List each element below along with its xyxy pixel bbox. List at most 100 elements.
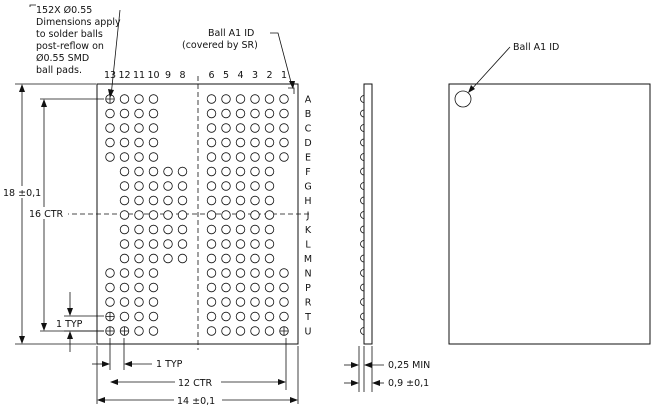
ball-note-line-5: ball pads. bbox=[36, 65, 82, 76]
ball-K9 bbox=[163, 224, 173, 235]
side-ball-R bbox=[360, 298, 365, 306]
side-ball-H bbox=[360, 196, 365, 205]
package-outline-top bbox=[448, 83, 651, 345]
row-label: N bbox=[304, 269, 311, 280]
ball-U4 bbox=[235, 326, 246, 336]
ball-T5 bbox=[221, 311, 231, 322]
ball-note-arrow bbox=[110, 9, 121, 97]
top-a1-arrowhead bbox=[468, 85, 475, 93]
ball-F11 bbox=[134, 166, 144, 177]
row-span-dimension: 16 CTR bbox=[28, 98, 104, 332]
ball-D10 bbox=[148, 137, 159, 148]
side-ball-J bbox=[360, 211, 365, 219]
ball-N3 bbox=[250, 268, 260, 278]
ball-M4 bbox=[235, 253, 246, 264]
ball-D4 bbox=[235, 137, 246, 148]
ball-L8 bbox=[177, 239, 188, 249]
ball-T1 bbox=[279, 311, 289, 322]
column-label: 3 bbox=[252, 70, 258, 81]
ball-L2 bbox=[264, 239, 275, 249]
height-arrow-bottom bbox=[19, 336, 25, 344]
ball-U6 bbox=[206, 326, 217, 336]
ball-E1 bbox=[279, 152, 289, 162]
ball-H3 bbox=[250, 195, 260, 206]
side-ball-L bbox=[360, 240, 365, 248]
ball-G10 bbox=[148, 181, 159, 191]
ball-B4 bbox=[235, 108, 246, 119]
ball-R4 bbox=[235, 297, 246, 307]
ball-T2 bbox=[264, 311, 275, 322]
col-pitch-dimension: 1 TYP bbox=[92, 338, 183, 370]
row-label: B bbox=[305, 109, 312, 120]
ball-K6 bbox=[206, 224, 217, 235]
ball-B12 bbox=[119, 108, 130, 119]
ball-E6 bbox=[206, 152, 217, 162]
ball-R2 bbox=[264, 297, 275, 307]
column-label: 5 bbox=[223, 70, 229, 81]
row-label: A bbox=[305, 95, 312, 106]
width-arrow-right bbox=[290, 397, 298, 403]
ball-R11 bbox=[134, 297, 144, 307]
row-label: R bbox=[305, 298, 312, 309]
ball-G5 bbox=[221, 181, 231, 191]
width-arrow-left bbox=[97, 397, 105, 403]
row-pitch-arrow-top bbox=[67, 308, 73, 316]
thickness-arrow-right bbox=[372, 380, 380, 386]
ball-P11 bbox=[134, 282, 144, 293]
ball-C4 bbox=[235, 123, 246, 133]
ball-D11 bbox=[134, 137, 144, 148]
ball-J5 bbox=[221, 210, 231, 220]
ball-E3 bbox=[250, 152, 260, 162]
ball-F8 bbox=[177, 166, 188, 177]
ball-R1 bbox=[279, 297, 289, 307]
ball-C10 bbox=[148, 123, 159, 133]
ball-marker-T13 bbox=[105, 312, 115, 321]
ball-T3 bbox=[250, 311, 260, 322]
ball-H8 bbox=[177, 195, 188, 206]
row-label: U bbox=[305, 327, 312, 338]
ball-K4 bbox=[235, 224, 246, 235]
ball-B5 bbox=[221, 108, 231, 119]
ball-T10 bbox=[148, 311, 159, 322]
ball-N2 bbox=[264, 268, 275, 278]
column-label: 11 bbox=[133, 70, 145, 81]
row-pitch-label: 1 TYP bbox=[56, 319, 83, 330]
ball-H2 bbox=[264, 195, 275, 206]
ball-grid bbox=[105, 94, 289, 336]
ball-P12 bbox=[119, 282, 130, 293]
ball-A4 bbox=[235, 94, 246, 104]
row-label: F bbox=[305, 167, 310, 178]
col-span-dimension: 12 CTR bbox=[110, 338, 287, 390]
ball-D3 bbox=[250, 137, 260, 148]
ball-J9 bbox=[163, 210, 173, 220]
ball-D1 bbox=[279, 137, 289, 148]
ball-M9 bbox=[163, 253, 173, 264]
standoff-label: 0,25 MIN bbox=[388, 360, 430, 371]
col-span-arrow-left bbox=[110, 379, 118, 385]
ball-K10 bbox=[148, 224, 159, 235]
ball-J11 bbox=[134, 210, 144, 220]
ball-L3 bbox=[250, 239, 260, 249]
side-ball-G bbox=[360, 182, 365, 190]
ball-G6 bbox=[206, 181, 217, 191]
standoff-arrow-right bbox=[364, 362, 372, 368]
standoff-arrow-left bbox=[351, 362, 359, 368]
ball-C11 bbox=[134, 123, 144, 133]
ball-L4 bbox=[235, 239, 246, 249]
ball-A11 bbox=[134, 94, 144, 104]
ball-A3 bbox=[250, 94, 260, 104]
row-label: L bbox=[305, 240, 311, 251]
row-label: K bbox=[305, 225, 312, 236]
thickness-label: 0,9 ±0,1 bbox=[388, 378, 429, 389]
ball-H9 bbox=[163, 195, 173, 206]
ball-D6 bbox=[206, 137, 217, 148]
ball-K8 bbox=[177, 224, 188, 235]
col-span-arrow-right bbox=[278, 379, 286, 385]
ball-A5 bbox=[221, 94, 231, 104]
ball-marker-U12 bbox=[120, 326, 129, 336]
ball-note-leader bbox=[29, 4, 36, 7]
side-ball-P bbox=[360, 283, 365, 292]
ball-H4 bbox=[235, 195, 246, 206]
ball-M10 bbox=[148, 253, 159, 264]
